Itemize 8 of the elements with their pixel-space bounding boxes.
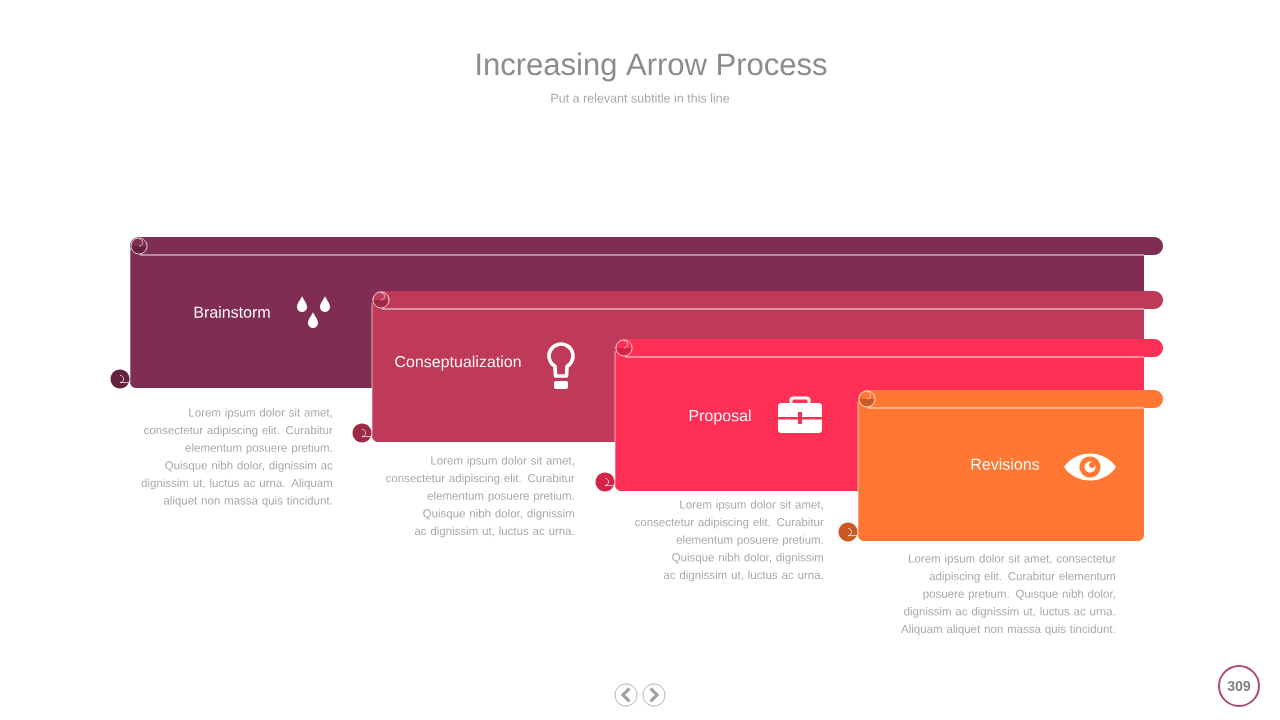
page-number-badge: 309: [1218, 665, 1260, 707]
scroll-banner: Revisions: [838, 390, 1163, 542]
description-text: Lorem ipsum dolor sit amet, consectetur adipiscing elit. Curabitur elementum posuere pretium. Quisque nibh dolor, dignissim ac dignissim ut, luctus ac urna. Aliquam aliquet non massa quis tincidunt.: [141, 408, 333, 507]
description-text: Lorem ipsum dolor sit amet, consectetur adipiscing elit. Curabitur elementum posuere pretium. Quisque nibh dolor, dignissim ac dignissim ut, luctus ac urna.: [386, 456, 575, 538]
subtitle: Put a relevant subtitle in this line: [551, 93, 730, 103]
description-text: Lorem ipsum dolor sit amet, consectetur adipiscing elit. Curabitur elementum posuere pretium. Quisque nibh dolor, dignissim ac dignissim ut, luctus ac urna. Aliquam aliquet non massa quis tincidunt.: [901, 554, 1116, 636]
description-text: Lorem ipsum dolor sit amet, consectetur adipiscing elit. Curabitur elementum posuere pretium. Quisque nibh dolor, dignissim ac dignissim ut, luctus ac urna.: [635, 500, 824, 582]
title: Increasing Arrow Process: [477, 52, 827, 82]
